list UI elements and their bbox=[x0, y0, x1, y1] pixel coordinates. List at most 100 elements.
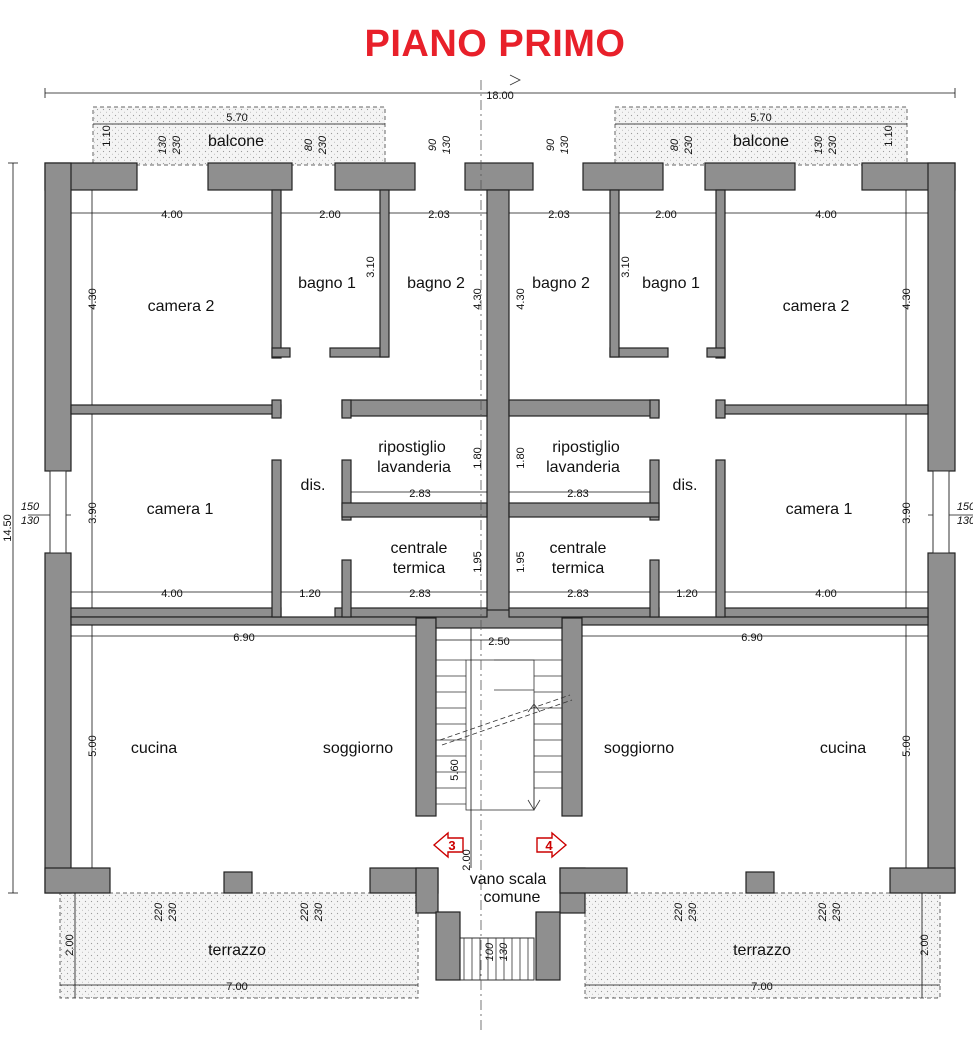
label-cucina-right: cucina bbox=[820, 740, 866, 757]
balcone-left-area bbox=[92, 106, 386, 166]
svg-text:5.60: 5.60 bbox=[449, 759, 461, 780]
svg-text:4.30: 4.30 bbox=[87, 288, 99, 309]
label-soggiorno-right: soggiorno bbox=[604, 740, 674, 757]
label-balcone-right: balcone bbox=[733, 133, 789, 150]
svg-text:220: 220 bbox=[673, 902, 685, 922]
svg-text:14.50: 14.50 bbox=[2, 514, 14, 542]
svg-text:1.80: 1.80 bbox=[472, 447, 484, 468]
svg-text:220: 220 bbox=[299, 902, 311, 922]
svg-text:2.83: 2.83 bbox=[567, 588, 588, 600]
label-terrazzo-left: terrazzo bbox=[208, 942, 266, 959]
svg-text:2.50: 2.50 bbox=[488, 636, 509, 648]
window-left bbox=[49, 470, 67, 554]
svg-text:4.30: 4.30 bbox=[515, 288, 527, 309]
svg-text:7.00: 7.00 bbox=[226, 981, 247, 993]
label-vano-scala: vano scala bbox=[470, 871, 547, 888]
svg-text:2.00: 2.00 bbox=[319, 209, 340, 221]
dimension-lines bbox=[8, 88, 973, 998]
label-bagno1-right: bagno 1 bbox=[642, 275, 700, 292]
svg-text:3.90: 3.90 bbox=[901, 502, 913, 523]
svg-text:4.30: 4.30 bbox=[472, 288, 484, 309]
svg-text:18.00: 18.00 bbox=[486, 90, 514, 102]
svg-text:2.00: 2.00 bbox=[919, 934, 931, 955]
label-camera1-right: camera 1 bbox=[786, 501, 853, 518]
svg-text:3.10: 3.10 bbox=[620, 256, 632, 277]
svg-text:2.83: 2.83 bbox=[567, 488, 588, 500]
svg-text:2.03: 2.03 bbox=[428, 209, 449, 221]
svg-text:6.90: 6.90 bbox=[741, 632, 762, 644]
outer-walls bbox=[44, 162, 956, 981]
label-termica-left: termica bbox=[393, 560, 446, 577]
svg-text:5.00: 5.00 bbox=[901, 735, 913, 756]
svg-text:150: 150 bbox=[957, 501, 973, 513]
svg-text:1.10: 1.10 bbox=[101, 125, 113, 146]
svg-text:6.90: 6.90 bbox=[233, 632, 254, 644]
label-cucina-left: cucina bbox=[131, 740, 177, 757]
svg-text:1.95: 1.95 bbox=[472, 551, 484, 572]
svg-text:230: 230 bbox=[167, 902, 179, 922]
label-bagno1-left: bagno 1 bbox=[298, 275, 356, 292]
svg-text:150: 150 bbox=[21, 501, 40, 513]
label-lavanderia-right: lavanderia bbox=[546, 459, 620, 476]
marker-left: 3 bbox=[432, 831, 464, 859]
label-ripostiglio-right: ripostiglio bbox=[552, 439, 620, 456]
svg-text:5.70: 5.70 bbox=[226, 112, 247, 124]
terrazzo-left-area bbox=[59, 892, 419, 999]
label-dis-right: dis. bbox=[673, 477, 698, 494]
staircase bbox=[436, 659, 573, 811]
terrazzo-right-area bbox=[584, 892, 941, 999]
svg-text:5.00: 5.00 bbox=[87, 735, 99, 756]
label-termica-right: termica bbox=[552, 560, 605, 577]
svg-text:2.03: 2.03 bbox=[548, 209, 569, 221]
svg-text:1.20: 1.20 bbox=[299, 588, 320, 600]
svg-text:2.00: 2.00 bbox=[461, 849, 473, 870]
balcone-right-area bbox=[614, 106, 908, 166]
label-terrazzo-right: terrazzo bbox=[733, 942, 791, 959]
svg-text:220: 220 bbox=[153, 902, 165, 922]
label-comune: comune bbox=[484, 889, 541, 906]
svg-text:4.00: 4.00 bbox=[161, 209, 182, 221]
svg-text:2.00: 2.00 bbox=[655, 209, 676, 221]
svg-text:1.80: 1.80 bbox=[515, 447, 527, 468]
svg-text:220: 220 bbox=[817, 902, 829, 922]
svg-text:4.30: 4.30 bbox=[901, 288, 913, 309]
label-ripostiglio-left: ripostiglio bbox=[378, 439, 446, 456]
label-soggiorno-left: soggiorno bbox=[323, 740, 393, 757]
svg-text:230: 230 bbox=[827, 135, 839, 155]
svg-text:4: 4 bbox=[545, 838, 553, 853]
svg-text:3.90: 3.90 bbox=[87, 502, 99, 523]
svg-text:2.83: 2.83 bbox=[409, 488, 430, 500]
label-centrale-left: centrale bbox=[391, 540, 448, 557]
svg-text:1.10: 1.10 bbox=[883, 125, 895, 146]
label-bagno2-right: bagno 2 bbox=[532, 275, 590, 292]
svg-text:80: 80 bbox=[669, 138, 681, 151]
svg-text:130: 130 bbox=[157, 135, 169, 154]
dimension-texts: 18.00 14.50 5.70 5.70 1.10 1.10 130 230 … bbox=[2, 90, 973, 993]
label-balcone-left: balcone bbox=[208, 133, 264, 150]
svg-text:100: 100 bbox=[484, 942, 496, 961]
label-lavanderia-left: lavanderia bbox=[377, 459, 451, 476]
svg-text:7.00: 7.00 bbox=[751, 981, 772, 993]
svg-text:230: 230 bbox=[317, 135, 329, 155]
svg-text:90: 90 bbox=[545, 138, 557, 151]
svg-text:130: 130 bbox=[957, 515, 973, 527]
label-camera2-right: camera 2 bbox=[783, 298, 850, 315]
svg-text:230: 230 bbox=[313, 902, 325, 922]
svg-text:230: 230 bbox=[683, 135, 695, 155]
svg-text:130: 130 bbox=[498, 942, 510, 961]
svg-text:1.20: 1.20 bbox=[676, 588, 697, 600]
axis-line bbox=[480, 74, 521, 1030]
label-camera1-left: camera 1 bbox=[147, 501, 214, 518]
svg-text:130: 130 bbox=[813, 135, 825, 154]
svg-text:80: 80 bbox=[303, 138, 315, 151]
svg-text:130: 130 bbox=[441, 135, 453, 154]
svg-text:90: 90 bbox=[427, 138, 439, 151]
label-centrale-right: centrale bbox=[550, 540, 607, 557]
svg-text:130: 130 bbox=[559, 135, 571, 154]
svg-text:4.00: 4.00 bbox=[815, 209, 836, 221]
plan-title: PIANO PRIMO bbox=[365, 23, 626, 65]
label-camera2-left: camera 2 bbox=[148, 298, 215, 315]
inner-walls bbox=[70, 189, 929, 629]
svg-text:230: 230 bbox=[171, 135, 183, 155]
